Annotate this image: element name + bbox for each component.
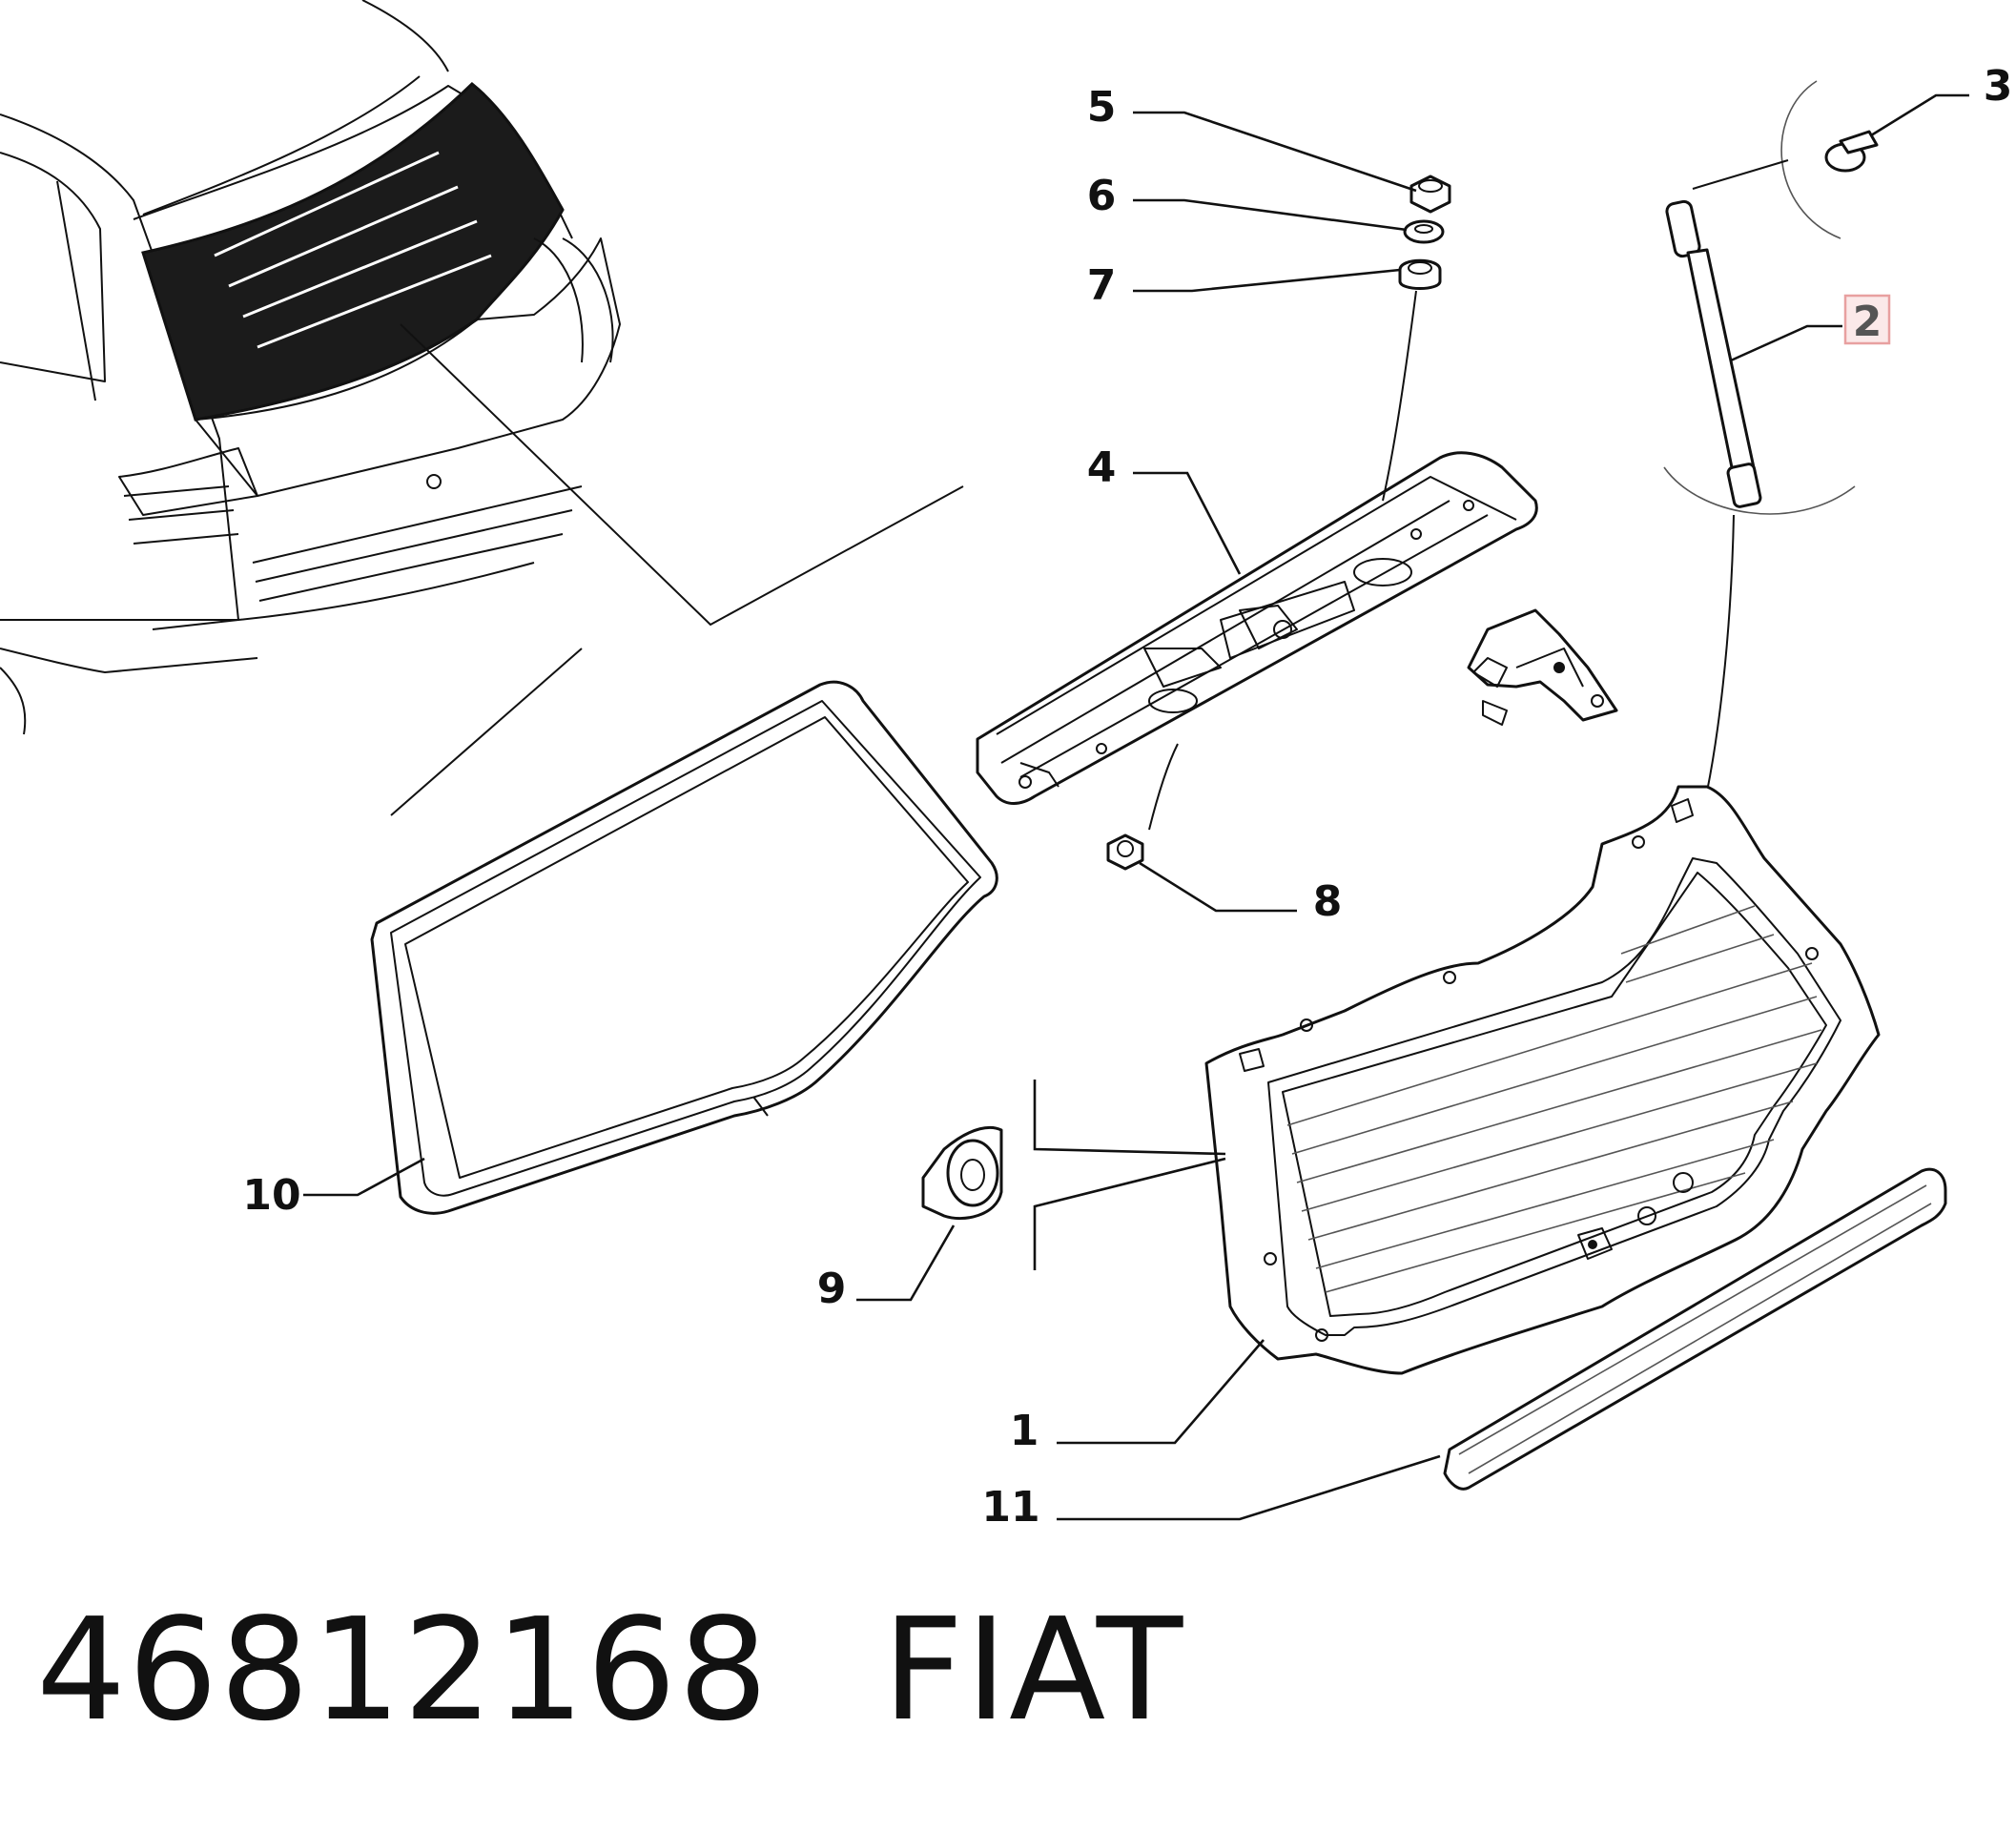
callout-6: 6 [1087,172,1117,220]
part-number: 46812168 [36,1588,771,1752]
car-rear-illustration [0,0,964,816]
callout-10: 10 [242,1171,300,1220]
brand-name: FIAT [882,1588,1185,1752]
leader-strut-to-bolt [1692,159,1789,190]
car-rear-glass [141,82,565,422]
callout-2-highlight-box [1843,294,1891,345]
gas-strut-part-2 [1665,199,1762,508]
tailgate-panel-part-1 [1204,785,1881,1375]
bolt-part-3 [1824,130,1879,173]
part-footer: 46812168 FIAT [36,1588,1184,1752]
leader-strut-to-tailgate [1706,514,1735,792]
trim-strip-part-11 [1443,1167,1947,1491]
grommet-part-7 [1398,258,1442,290]
callout-2[interactable]: 2 [1853,298,1882,346]
callout-7: 7 [1087,261,1117,310]
callout-4: 4 [1087,443,1117,492]
leader-lines [303,93,1969,1521]
rear-spoiler-part-4 [976,451,1538,805]
callout-labels: 5 6 7 4 8 3 2 10 9 1 11 [242,62,2012,1532]
callout-8: 8 [1313,877,1343,926]
strut-cutout-arc-bottom [1663,466,1856,515]
callout-3: 3 [1984,62,2013,111]
tailgate-hinge [1467,608,1618,726]
washer-part-6 [1403,219,1445,244]
leader-fastener-to-spoiler [1382,290,1417,502]
rubber-bumper-part-9 [921,1125,1003,1220]
window-seal-part-10 [370,680,998,1215]
nut-part-5 [1409,175,1451,214]
callout-11: 11 [981,1483,1039,1532]
leader-nut-to-spoiler [1148,743,1179,831]
nut-part-8 [1106,833,1144,871]
callout-9: 9 [817,1265,847,1313]
callout-1: 1 [1010,1407,1039,1455]
callout-5: 5 [1087,83,1117,132]
